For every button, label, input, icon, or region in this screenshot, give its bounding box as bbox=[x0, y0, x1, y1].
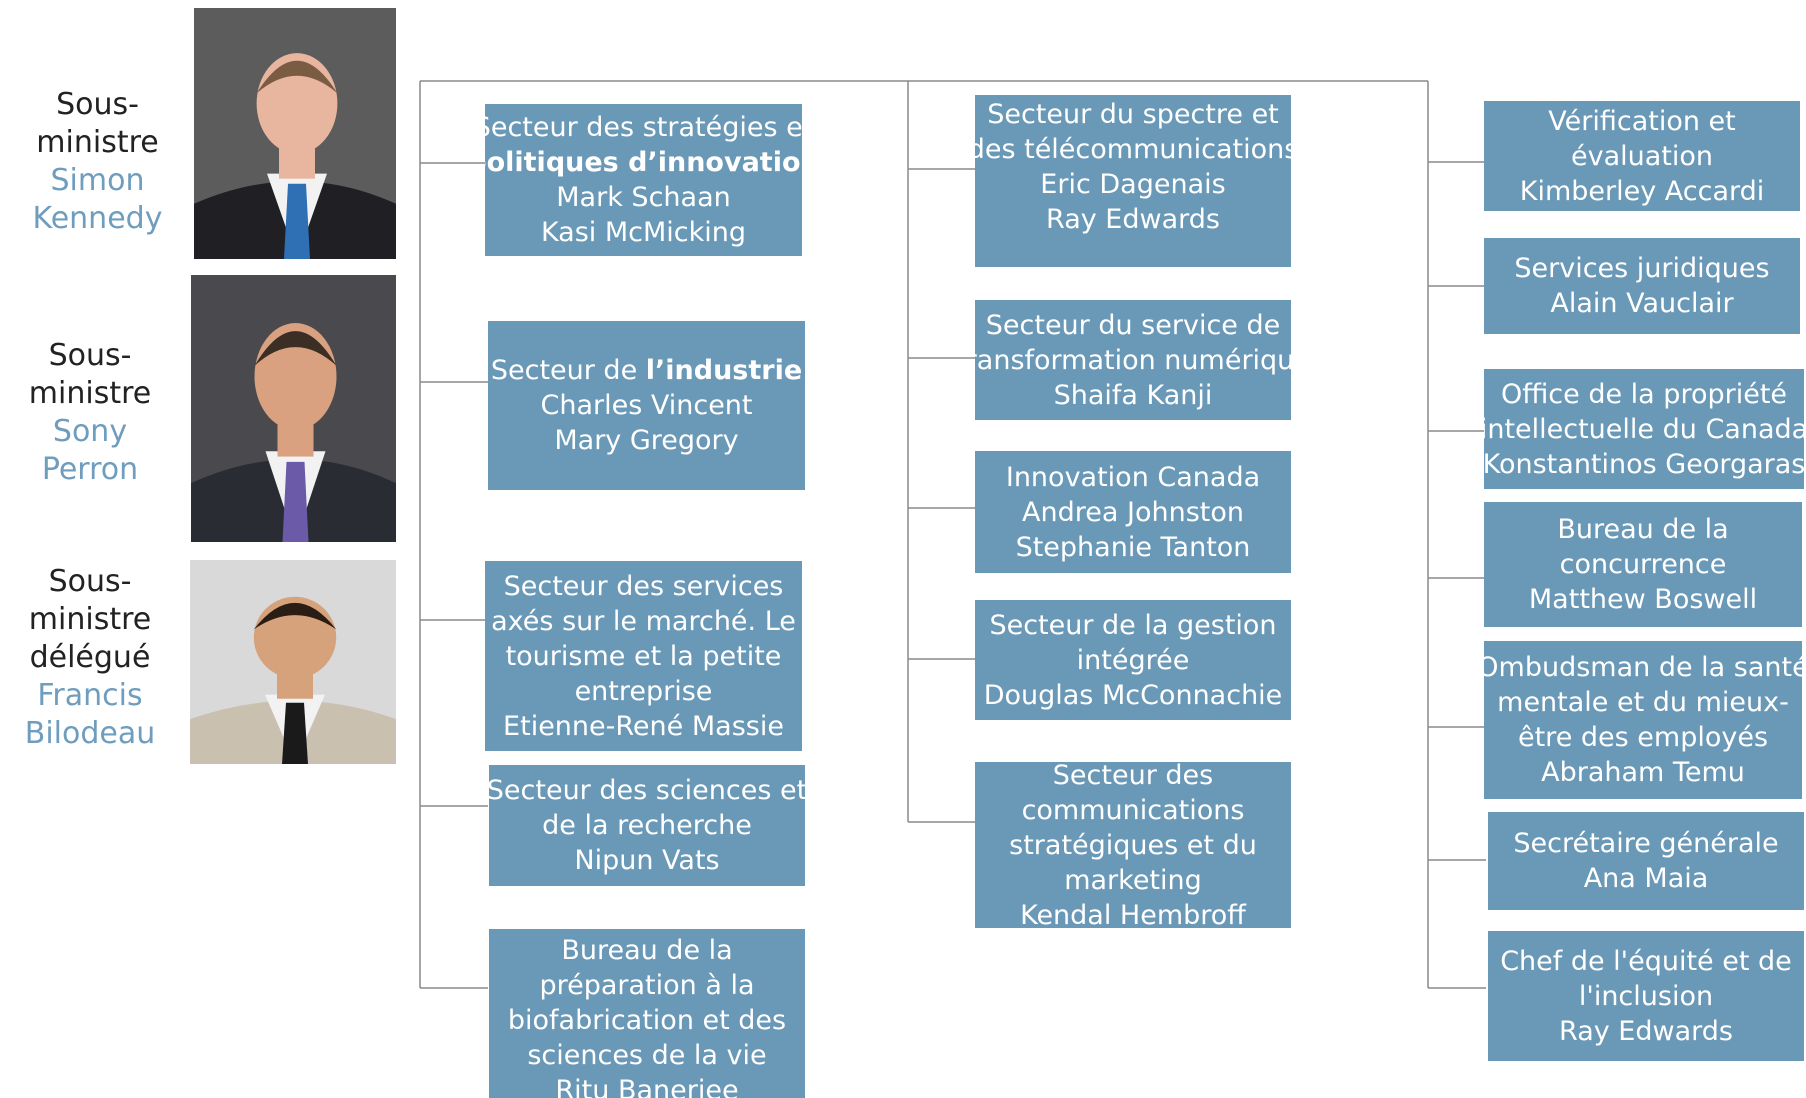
unit-label-line: mentale et du mieux- bbox=[1497, 687, 1789, 718]
org-unit-box: Bureau de la préparation à la biofabricati… bbox=[489, 929, 805, 1098]
unit-label-line: l'inclusion bbox=[1578, 980, 1714, 1012]
unit-label-line: Ombudsman de la santé bbox=[1484, 652, 1802, 683]
unit-label-line: Innovation Canada bbox=[1005, 461, 1261, 493]
executive-name: Sony Perron bbox=[41, 414, 139, 487]
unit-label-line: préparation à la bbox=[539, 970, 755, 1001]
unit-label-line: Andrea Johnston bbox=[1022, 496, 1244, 528]
unit-person-name: Ana Maia bbox=[1583, 863, 1709, 894]
unit-label-line: Secrétaire générale bbox=[1513, 828, 1779, 859]
portrait-photo-1 bbox=[194, 8, 396, 259]
executive-title: Sous-ministre bbox=[28, 338, 152, 411]
unit-label-line: politiques d’innovation bbox=[485, 147, 802, 178]
unit-label-line: entreprise bbox=[574, 675, 713, 707]
unit-person-name: Alain Vauclair bbox=[1550, 288, 1734, 319]
unit-person-name: Ritu Banerjee bbox=[555, 1075, 739, 1098]
unit-label-line: évaluation bbox=[1570, 140, 1713, 172]
unit-label-line: Secteur de la gestion bbox=[989, 609, 1277, 641]
unit-label-line: des télécommunications bbox=[975, 134, 1291, 165]
hair bbox=[254, 331, 337, 366]
unit-label-line: communications bbox=[1021, 794, 1245, 826]
unit-label-line: biofabrication et des bbox=[507, 1005, 787, 1036]
unit-person-name: Shaifa Kanji bbox=[1053, 379, 1213, 411]
unit-person-name: Matthew Boswell bbox=[1528, 584, 1758, 615]
unit-label-line: concurrence bbox=[1559, 549, 1727, 580]
unit-person-name: Mary Gregory bbox=[554, 425, 739, 456]
unit-label-line: Chef de l'équité et de bbox=[1500, 945, 1792, 977]
unit-label-line: Secteur du service de bbox=[985, 309, 1281, 341]
unit-label-line: Bureau de la bbox=[561, 935, 733, 966]
unit-label-line: être des employés bbox=[1517, 722, 1769, 753]
unit-label-line: Secteur des bbox=[1052, 762, 1214, 791]
unit-label-line: Secteur du spectre et bbox=[987, 99, 1279, 130]
unit-label-line: Charles Vincent bbox=[540, 390, 753, 421]
hair bbox=[256, 60, 338, 94]
executive-label-2: Sous-ministre Sony Perron bbox=[5, 337, 175, 489]
org-unit-box: Secteur du spectre et des télécommunicati… bbox=[975, 95, 1291, 267]
unit-label-line: Secteur des services bbox=[503, 570, 784, 602]
unit-label-line: de la recherche bbox=[542, 810, 752, 841]
unit-label-line: Vérification et bbox=[1548, 105, 1736, 137]
unit-person-name: Stephanie Tanton bbox=[1015, 531, 1251, 563]
unit-label-line: tourisme et la petite bbox=[505, 640, 782, 672]
unit-person-name: Kasi McMicking bbox=[540, 217, 747, 248]
org-unit-box: Ombudsman de la santé mentale et du mieux… bbox=[1484, 641, 1802, 799]
portrait-photo-3 bbox=[190, 560, 396, 764]
unit-person-name: Konstantinos Georgaras bbox=[1484, 448, 1804, 480]
executive-title: Sous-ministre bbox=[36, 87, 159, 160]
org-unit-box: Secteur des stratégies et politiques d’in… bbox=[485, 104, 802, 256]
unit-label-line: intégrée bbox=[1076, 644, 1190, 676]
unit-label-line: Services juridiques bbox=[1514, 253, 1770, 284]
unit-label-line: Bureau de la bbox=[1557, 514, 1729, 545]
unit-person-name: Etienne-René Massie bbox=[503, 710, 784, 742]
necktie bbox=[284, 183, 310, 259]
unit-label-line: axés sur le marché. Le bbox=[491, 605, 796, 637]
unit-label-line: Office de la propriété bbox=[1500, 378, 1788, 410]
unit-label-line: Secteur de l’industrie bbox=[490, 355, 803, 386]
unit-person-name: Douglas McConnachie bbox=[983, 679, 1283, 711]
hair bbox=[253, 602, 337, 630]
unit-label-line: intellectuelle du Canada bbox=[1484, 413, 1804, 445]
unit-label-line: stratégiques et du bbox=[1009, 829, 1257, 861]
unit-label-line: Secteur des stratégies et bbox=[485, 112, 802, 143]
unit-label-line: Eric Dagenais bbox=[1040, 169, 1226, 200]
unit-person-name: Nipun Vats bbox=[574, 845, 720, 876]
unit-label-line: marketing bbox=[1064, 864, 1202, 896]
necktie bbox=[282, 461, 309, 542]
unit-person-name: Abraham Temu bbox=[1541, 757, 1745, 788]
unit-label-line: sciences de la vie bbox=[527, 1040, 767, 1071]
unit-person-name: Kendal Hembroff bbox=[1020, 899, 1246, 929]
portrait-photo-2 bbox=[191, 275, 396, 542]
unit-label-line: Secteur des sciences et bbox=[489, 775, 805, 806]
necktie bbox=[282, 702, 308, 764]
unit-person-name: Ray Edwards bbox=[1046, 204, 1220, 235]
unit-person-name: Ray Edwards bbox=[1559, 1015, 1733, 1047]
unit-person-name: Kimberley Accardi bbox=[1519, 175, 1765, 207]
unit-label-line: Mark Schaan bbox=[556, 182, 731, 213]
unit-label-line: transformation numérique bbox=[975, 344, 1291, 376]
